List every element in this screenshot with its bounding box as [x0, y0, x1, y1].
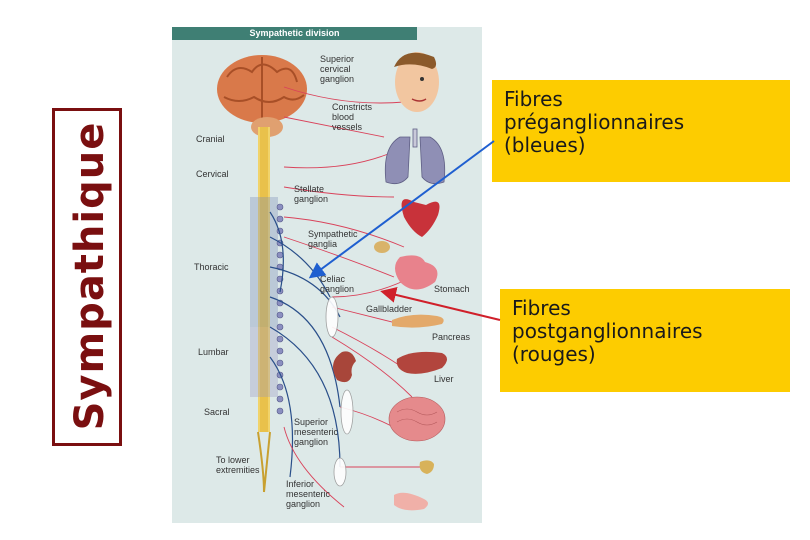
postganglionic-line-2: postganglionnaires: [512, 319, 703, 343]
label-constricts-1: Constricts: [332, 102, 373, 112]
label-celiac-2: ganglion: [320, 284, 354, 294]
label-sup-mesenteric-1: Superior: [294, 417, 328, 427]
figure-illustration: Superior cervical ganglion Constricts bl…: [194, 52, 471, 511]
preganglionic-callout: Fibres préganglionnaires (bleues): [492, 80, 790, 182]
label-constricts-3: vessels: [332, 122, 363, 132]
label-cranial: Cranial: [196, 134, 225, 144]
liver-illustration: [396, 351, 447, 374]
label-pancreas: Pancreas: [432, 332, 471, 342]
label-stomach: Stomach: [434, 284, 470, 294]
postganglionic-callout: Fibres postganglionnaires (rouges): [500, 289, 790, 392]
label-superior-cervical-1: Superior: [320, 54, 354, 64]
sympathetic-figure: Sympathetic division: [172, 27, 482, 523]
side-title-box: Sympathique: [52, 108, 122, 446]
kidney-illustration: [333, 351, 356, 383]
label-sacral: Sacral: [204, 407, 230, 417]
lungs-illustration: [384, 128, 446, 185]
head-illustration: [394, 52, 439, 112]
figure-header: Sympathetic division: [172, 27, 417, 40]
intestines-illustration: [388, 396, 446, 442]
brain-illustration: [217, 55, 307, 137]
label-sup-mesenteric-3: ganglion: [294, 437, 328, 447]
label-stellate-2: ganglion: [294, 194, 328, 204]
label-lower-extremities-2: extremities: [216, 465, 260, 475]
postganglionic-line-1: Fibres: [512, 296, 571, 320]
preganglionic-line-1: Fibres: [504, 87, 563, 111]
preganglionic-line-3: (bleues): [504, 133, 586, 157]
stomach-illustration: [395, 255, 438, 290]
ganglia: [325, 296, 354, 487]
label-superior-cervical-2: cervical: [320, 64, 351, 74]
genital-illustration: [394, 492, 428, 511]
heart-illustration: [401, 199, 440, 237]
label-sup-mesenteric-2: mesenteric: [294, 427, 339, 437]
label-cervical: Cervical: [196, 169, 229, 179]
label-gallbladder: Gallbladder: [366, 304, 412, 314]
label-inf-mesenteric-3: ganglion: [286, 499, 320, 509]
label-sympathetic-ganglia-1: Sympathetic: [308, 229, 358, 239]
figure-labels: Superior cervical ganglion Constricts bl…: [194, 54, 471, 509]
label-stellate-1: Stellate: [294, 184, 324, 194]
label-lower-extremities-1: To lower: [216, 455, 250, 465]
adrenal-illustration: [374, 241, 390, 253]
label-liver: Liver: [434, 374, 454, 384]
postganglionic-line-3: (rouges): [512, 342, 596, 366]
label-sympathetic-ganglia-2: ganglia: [308, 239, 337, 249]
label-thoracic: Thoracic: [194, 262, 229, 272]
pancreas-illustration: [392, 314, 444, 328]
label-inf-mesenteric-2: mesenteric: [286, 489, 331, 499]
label-lumbar: Lumbar: [198, 347, 229, 357]
label-celiac-1: Celiac: [320, 274, 346, 284]
label-inf-mesenteric-1: Inferior: [286, 479, 314, 489]
label-superior-cervical-3: ganglion: [320, 74, 354, 84]
label-constricts-2: blood: [332, 112, 354, 122]
preganglionic-line-2: préganglionnaires: [504, 110, 685, 134]
bladder-illustration: [419, 460, 434, 474]
postganglionic-arrow: [380, 287, 501, 321]
preganglionic-arrow: [308, 140, 495, 279]
